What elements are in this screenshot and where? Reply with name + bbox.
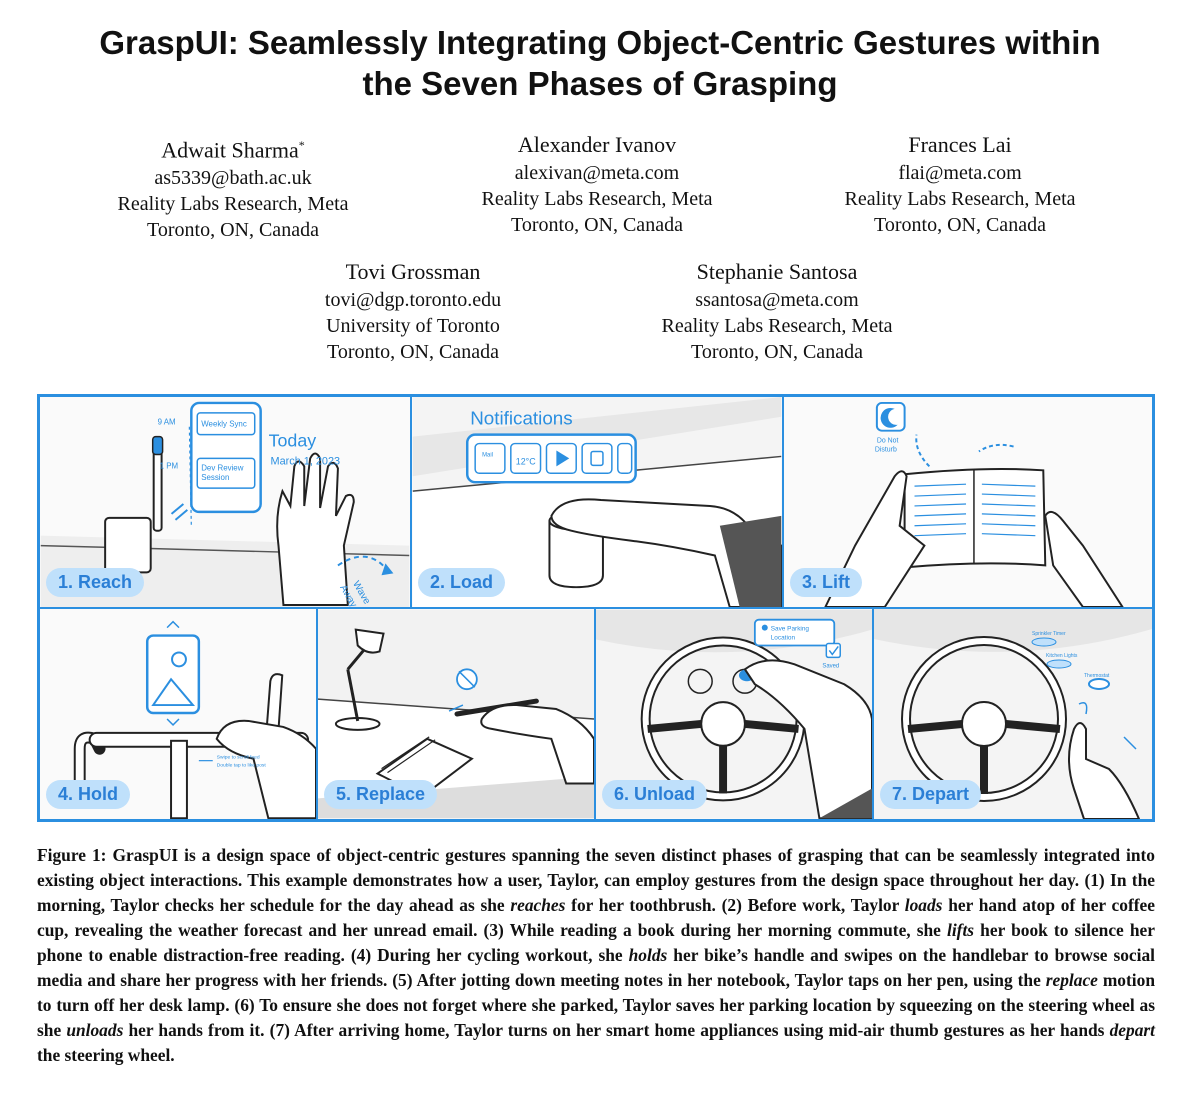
phase-label-hold: 4. Hold bbox=[46, 780, 131, 809]
panel-unload: Save Parking Location Saved 6. Unload bbox=[596, 609, 874, 819]
caption-emphasis: holds bbox=[628, 945, 668, 965]
author-location: Toronto, ON, Canada bbox=[511, 214, 683, 236]
author-block: Frances Lai flai@meta.com Reality Labs R… bbox=[780, 130, 1140, 238]
save-parking-line-2: Location bbox=[771, 635, 796, 642]
phase-label-unload: 6. Unload bbox=[602, 780, 708, 809]
phase-label-load: 2. Load bbox=[418, 568, 506, 597]
author-mark: * bbox=[298, 138, 305, 152]
author-affiliation: Reality Labs Research, Meta bbox=[117, 193, 349, 216]
save-parking-line-1: Save Parking bbox=[771, 626, 810, 633]
calendar-today: Today bbox=[269, 431, 317, 451]
caption-text: the steering wheel. bbox=[37, 1045, 175, 1065]
author-email[interactable]: alexivan@meta.com bbox=[514, 162, 680, 184]
author-block: Adwait Sharma* as5339@bath.ac.uk Reality… bbox=[53, 130, 413, 243]
caption-emphasis: replace bbox=[1045, 970, 1098, 990]
saved-label: Saved bbox=[822, 663, 839, 669]
mail-tile-label: Mail bbox=[482, 452, 493, 458]
author-affiliation: Reality Labs Research, Meta bbox=[661, 315, 893, 337]
author-location: Toronto, ON, Canada bbox=[147, 219, 319, 242]
notifications-title: Notifications bbox=[470, 408, 572, 429]
hold-illustration: Swipe to scroll feed Double tap to like … bbox=[40, 609, 316, 819]
paper-title: GraspUI: Seamlessly Integrating Object-C… bbox=[0, 22, 1200, 104]
caption-text: her book to silence her phone to enable … bbox=[37, 920, 1155, 965]
caption-text: motion to turn off her desk lamp. (6) To… bbox=[37, 970, 1155, 1040]
author-email[interactable]: as5339@bath.ac.uk bbox=[154, 167, 312, 190]
time-1pm-label: 1 PM bbox=[160, 461, 178, 470]
caption-text: her bike’s handle and swipes on the hand… bbox=[37, 945, 1155, 990]
load-illustration: Notifications Mail 12°C bbox=[412, 397, 782, 607]
depart-item-kitchen: Kitchen Lights bbox=[1046, 653, 1078, 659]
hold-hint-swipe: Swipe to scroll feed bbox=[217, 755, 260, 761]
author-location: Toronto, ON, Canada bbox=[874, 214, 1046, 236]
caption-text: her hand atop of her coffee cup, reveali… bbox=[37, 895, 1155, 940]
author-location: Toronto, ON, Canada bbox=[327, 341, 499, 363]
caption-emphasis: lifts bbox=[947, 920, 975, 940]
panel-lift: Do Not Disturb 3. Lift bbox=[784, 397, 1152, 609]
caption-emphasis: loads bbox=[904, 895, 943, 915]
phase-label-replace: 5. Replace bbox=[324, 780, 438, 809]
teaser-figure: 9 AM 1 PM Weekly Sync Dev Review Session… bbox=[37, 394, 1155, 822]
event-dev-review-2: Session bbox=[201, 473, 229, 482]
dnd-label-1: Do Not bbox=[877, 438, 899, 445]
panel-depart: Sprinkler Timer Kitchen Lights Thermosta… bbox=[874, 609, 1152, 819]
author-name: Alexander Ivanov bbox=[517, 132, 677, 157]
author-block: Alexander Ivanov alexivan@meta.com Reali… bbox=[417, 130, 777, 238]
calendar-date: March 1, 2023 bbox=[271, 455, 341, 467]
phase-label-depart: 7. Depart bbox=[880, 780, 982, 809]
author-block: Tovi Grossman tovi@dgp.toronto.edu Unive… bbox=[233, 257, 593, 365]
caption-text: her hands from it. (7) After arriving ho… bbox=[123, 1020, 1110, 1040]
caption-emphasis: unloads bbox=[66, 1020, 124, 1040]
author-affiliation: University of Toronto bbox=[326, 315, 500, 337]
title-line-2: the Seven Phases of Grasping bbox=[362, 65, 838, 102]
time-9am-label: 9 AM bbox=[158, 418, 176, 427]
dnd-label-2: Disturb bbox=[875, 446, 897, 453]
author-location: Toronto, ON, Canada bbox=[691, 341, 863, 363]
caption-text: Figure 1: GraspUI is a design space of o… bbox=[37, 845, 1155, 915]
author-name: Stephanie Santosa bbox=[696, 259, 858, 284]
author-email[interactable]: tovi@dgp.toronto.edu bbox=[324, 289, 502, 311]
author-name: Adwait Sharma bbox=[161, 137, 299, 163]
author-email[interactable]: flai@meta.com bbox=[898, 162, 1022, 184]
author-name: Frances Lai bbox=[908, 132, 1012, 157]
author-block: Stephanie Santosa ssantosa@meta.com Real… bbox=[597, 257, 957, 365]
event-weekly-sync: Weekly Sync bbox=[201, 420, 247, 429]
phase-label-reach: 1. Reach bbox=[46, 568, 145, 597]
caption-text: for her toothbrush. (2) Before work, Tay… bbox=[565, 895, 905, 915]
event-dev-review-1: Dev Review bbox=[201, 463, 243, 472]
title-line-1: GraspUI: Seamlessly Integrating Object-C… bbox=[99, 24, 1101, 61]
author-affiliation: Reality Labs Research, Meta bbox=[844, 188, 1076, 210]
panel-reach: 9 AM 1 PM Weekly Sync Dev Review Session… bbox=[40, 397, 412, 609]
phase-label-lift: 3. Lift bbox=[790, 568, 862, 597]
hold-hint-like: Double tap to like post bbox=[217, 763, 267, 769]
author-name: Tovi Grossman bbox=[345, 259, 481, 284]
depart-item-sprinkler: Sprinkler Timer bbox=[1032, 631, 1066, 637]
depart-item-thermostat: Thermostat bbox=[1084, 673, 1110, 679]
panel-replace: 5. Replace bbox=[318, 609, 596, 819]
panel-load: Notifications Mail 12°C 2. Load bbox=[412, 397, 784, 609]
weather-tile-label: 12°C bbox=[516, 456, 536, 466]
author-email[interactable]: ssantosa@meta.com bbox=[695, 289, 859, 311]
figure-caption: Figure 1: GraspUI is a design space of o… bbox=[37, 843, 1155, 1068]
panel-hold: Swipe to scroll feed Double tap to like … bbox=[40, 609, 318, 819]
caption-emphasis: reaches bbox=[510, 895, 566, 915]
caption-emphasis: depart bbox=[1109, 1020, 1155, 1040]
author-affiliation: Reality Labs Research, Meta bbox=[481, 188, 713, 210]
